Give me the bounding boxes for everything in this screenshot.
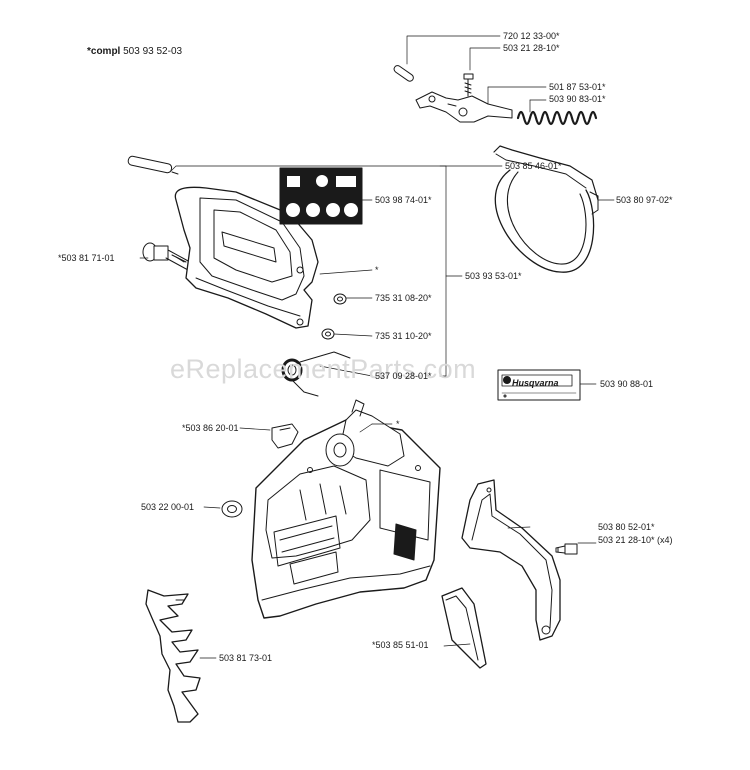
part-label-735-31-08-20: 735 31 08-20* bbox=[375, 293, 432, 303]
warning-decal bbox=[279, 167, 363, 225]
part-label-503-86-20-01: *503 86 20-01 bbox=[182, 423, 239, 433]
part-label-503-22-00-01: 503 22 00-01 bbox=[141, 502, 195, 512]
bolt-and-stud bbox=[127, 155, 191, 271]
part-label-503-90-83-01: 503 90 83-01* bbox=[549, 94, 606, 104]
part-label-503-98-74-01: 503 98 74-01* bbox=[375, 195, 432, 205]
brake-band bbox=[493, 145, 615, 273]
wedge-plate bbox=[441, 587, 487, 669]
spring-coil bbox=[516, 110, 598, 126]
part-label-503-85-46-01: 503 85 46-01* bbox=[505, 161, 562, 171]
part-label-720-12-33-00: 720 12 33-00* bbox=[503, 31, 560, 41]
compl-number: 503 93 52-03 bbox=[123, 46, 183, 57]
part-label-asterisk-cover: * bbox=[375, 265, 379, 275]
screw-x4 bbox=[555, 542, 597, 555]
part-label-503-93-53-01: 503 93 53-01* bbox=[465, 271, 522, 281]
part-label-503-80-52-01: 503 80 52-01* bbox=[598, 522, 655, 532]
part-label-asterisk-housing: * bbox=[396, 419, 400, 429]
part-label-735-31-10-20: 735 31 10-20* bbox=[375, 331, 432, 341]
part-label-503-21-28-10-a: 503 21 28-10* bbox=[503, 43, 560, 53]
clutch-housing bbox=[251, 399, 441, 619]
part-label-503-80-97-02: 503 80 97-02* bbox=[616, 195, 673, 205]
watermark-text: eReplacementParts.com bbox=[170, 354, 477, 384]
guide-plate bbox=[461, 479, 561, 641]
part-label-503-90-88-01: 503 90 88-01 bbox=[600, 379, 654, 389]
catcher-spring bbox=[281, 351, 351, 397]
part-label-503-85-51-01: *503 85 51-01 bbox=[372, 640, 429, 650]
clip-part bbox=[239, 423, 299, 449]
compl-label: *compl 503 93 52-03 bbox=[87, 46, 182, 57]
compl-prefix: *compl bbox=[87, 46, 121, 57]
brake-lever-assembly bbox=[393, 35, 598, 126]
leader-lines bbox=[359, 423, 393, 433]
part-label-501-87-53-01: 501 87 53-01* bbox=[549, 82, 606, 92]
husqvarna-decal-text: Husqvarna bbox=[512, 378, 559, 388]
part-label-537-09-28-01: 537 09 28-01* bbox=[375, 371, 432, 381]
part-label-503-21-28-10-x4: 503 21 28-10* (x4) bbox=[598, 535, 673, 545]
washers-and-nuts bbox=[321, 293, 347, 340]
chain-guide bbox=[145, 589, 217, 723]
group-bracket bbox=[139, 165, 503, 377]
husqvarna-decal bbox=[497, 369, 597, 401]
part-label-503-81-71-01: *503 81 71-01 bbox=[58, 253, 115, 263]
part-label-503-81-73-01: 503 81 73-01 bbox=[219, 653, 273, 663]
nut-part bbox=[203, 500, 243, 518]
